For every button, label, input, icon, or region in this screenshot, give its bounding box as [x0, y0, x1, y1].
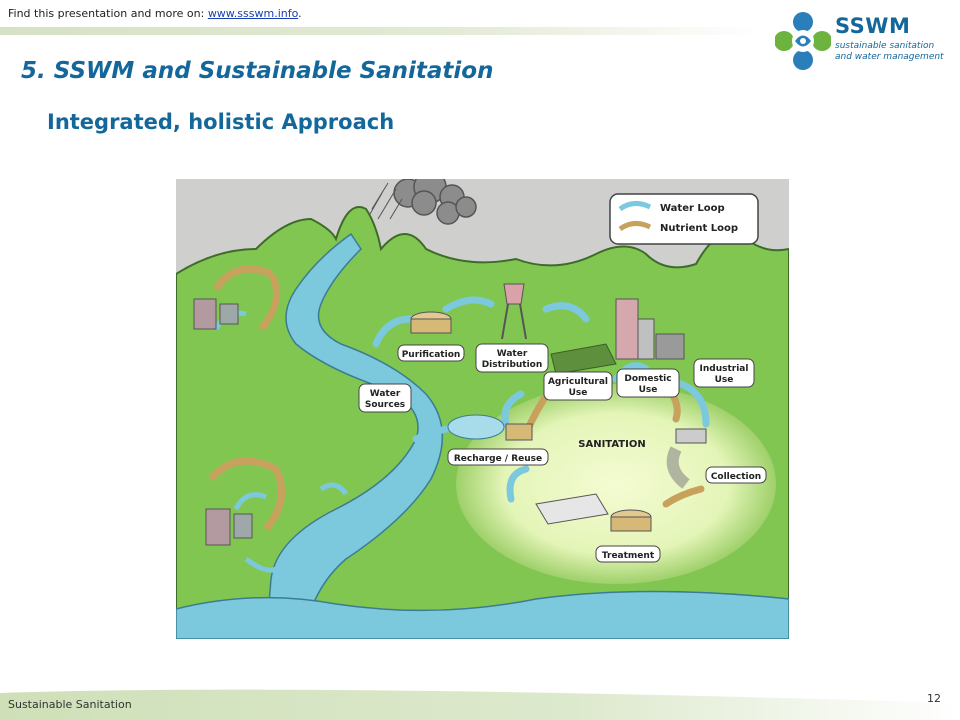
label-industrial-2: Use [715, 375, 734, 385]
water-loop-swatch [618, 201, 652, 212]
treatment-plant-icon [535, 493, 652, 532]
water-tower-icon [501, 283, 527, 340]
label-water-sources-1: Water [370, 389, 401, 399]
purification-tank-icon [410, 311, 452, 334]
label-water-sources-2: Sources [365, 400, 405, 410]
find-text: Find this presentation and more on: [8, 7, 208, 20]
ssswm-link[interactable]: www.ssswm.info [207, 7, 299, 20]
nutrient-loop-swatch [618, 221, 652, 232]
header-find-text: Find this presentation and more on: www.… [0, 0, 302, 20]
label-industrial-1: Industrial [700, 364, 749, 374]
label-domestic-1: Domestic [624, 374, 671, 384]
sea [176, 590, 789, 639]
page-number: 12 [927, 692, 941, 705]
sswm-logo: SSWM sustainable sanitation and water ma… [774, 10, 955, 72]
slide-title: 5. SSWM and Sustainable Sanitation [21, 58, 494, 84]
label-water-distribution-2: Distribution [482, 360, 543, 370]
farm-fields-icon [550, 343, 617, 375]
label-domestic-2: Use [639, 385, 658, 395]
sanitation-loop-diagram: Water Loop Nutrient Loop [176, 179, 789, 639]
label-purification: Purification [402, 350, 461, 360]
label-sanitation: SANITATION [578, 439, 645, 450]
label-treatment: Treatment [602, 551, 655, 561]
legend-water-label: Water Loop [660, 203, 725, 214]
left-loop-bottom [205, 457, 349, 573]
logo-title: SSWM [835, 14, 911, 38]
logo-subtitle-2: and water management [835, 52, 944, 62]
legend-nutrient-label: Nutrient Loop [660, 223, 738, 234]
recharge-pond-icon [447, 414, 533, 441]
river [265, 232, 443, 639]
sswm-logo-icon [774, 12, 832, 70]
cloud-icon [393, 179, 477, 225]
collection-pipe-icon [666, 428, 707, 489]
left-loop-top [193, 265, 281, 332]
top-band [0, 27, 760, 35]
label-agricultural-2: Use [569, 388, 588, 398]
label-agricultural-1: Agricultural [548, 377, 608, 387]
label-collection: Collection [711, 472, 761, 482]
slide-subtitle: Integrated, holistic Approach [47, 110, 395, 134]
diagram-labels: Purification Water Distribution Agricult… [358, 343, 767, 563]
label-recharge-reuse: Recharge / Reuse [454, 454, 542, 464]
footer-label: Sustainable Sanitation [8, 698, 132, 711]
city-buildings-icon [615, 298, 685, 360]
label-water-distribution-1: Water [497, 349, 528, 359]
find-text-end: . [298, 7, 302, 20]
legend: Water Loop Nutrient Loop [609, 193, 759, 245]
footer-band [0, 689, 960, 720]
logo-subtitle-1: sustainable sanitation [835, 41, 935, 51]
